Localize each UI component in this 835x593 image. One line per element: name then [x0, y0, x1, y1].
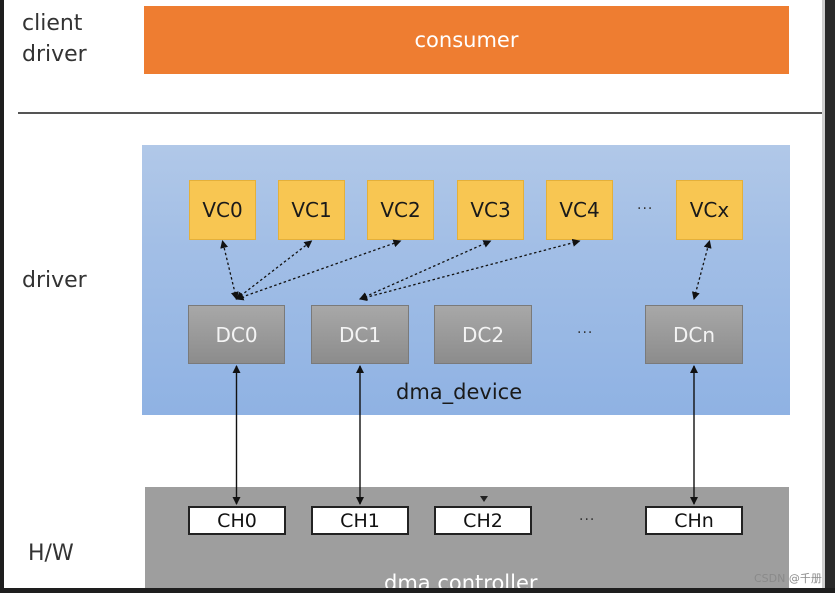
virtual-channel-ellipsis: ···: [637, 201, 654, 217]
hw-channel-ch1: CH1: [311, 506, 409, 535]
window-frame-left: [0, 0, 4, 593]
hw-layer-label: H/W: [28, 541, 74, 566]
dma-channel-dc1: DC1: [311, 305, 409, 364]
virtual-channel-vc4: VC4: [546, 180, 613, 240]
dc-to-ch-connectors: [232, 365, 698, 505]
client-driver-label: client driver: [22, 11, 87, 67]
dma-controller-label: dma controller: [384, 571, 538, 593]
hw-channel-ch0: CH0: [188, 506, 286, 535]
link-vc3-dc1: [359, 240, 492, 300]
hw-channel-ch2: CH2: [434, 506, 532, 535]
vc-to-dc-connectors: [220, 238, 712, 302]
virtual-channel-vc1: VC1: [278, 180, 345, 240]
ch2-arrow-tip: [480, 496, 488, 502]
dma-channel-ellipsis: ···: [577, 325, 594, 341]
driver-layer-label: driver: [22, 268, 87, 293]
dma-device-label: dma_device: [396, 380, 523, 404]
link-vc1-dc0: [235, 240, 313, 300]
hardware-panel: [145, 487, 789, 588]
link-vc2-dc0: [235, 239, 402, 301]
virtual-channel-vc3: VC3: [457, 180, 524, 240]
link-vcx-dcn: [691, 240, 712, 300]
hw-channel-ellipsis: ···: [579, 512, 596, 528]
consumer-block: consumer: [144, 6, 789, 74]
dma-channel-dcn: DCn: [645, 305, 743, 364]
dma-channel-dc2: DC2: [434, 305, 532, 364]
virtual-channel-vc0: VC0: [189, 180, 256, 240]
virtual-channel-vcx: VCx: [676, 180, 743, 240]
window-frame-right-inner: [822, 0, 825, 593]
window-frame-right: [825, 0, 835, 593]
dma-channel-dc0: DC0: [188, 305, 285, 364]
link-vc0-dc0: [220, 240, 239, 300]
hw-channel-chn: CHn: [645, 506, 743, 535]
csdn-watermark: CSDN @千册: [754, 572, 822, 585]
window-frame-bottom: [0, 588, 835, 593]
layer-separator: [18, 112, 822, 114]
